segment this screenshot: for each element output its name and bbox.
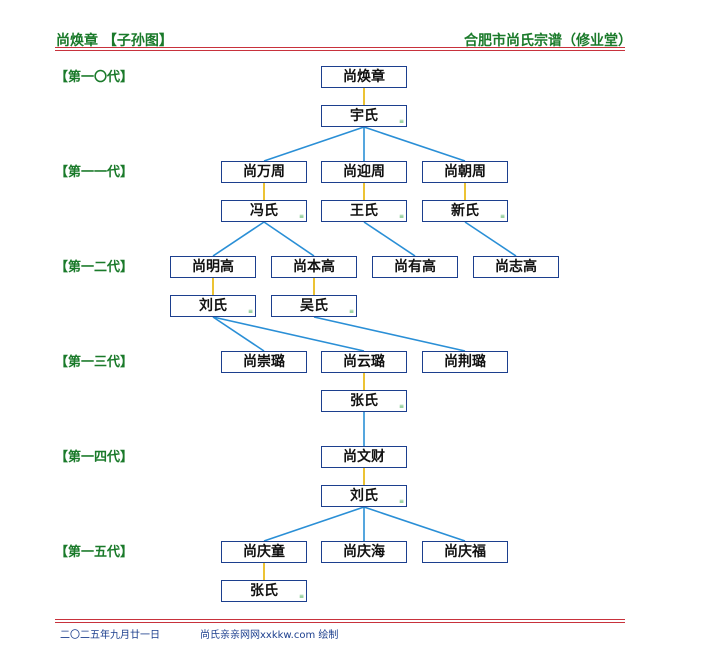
spouse-mark-icon: ≡	[298, 213, 304, 220]
footer-rule-bottom	[55, 622, 625, 623]
spouse-node-liu-1[interactable]: 刘氏 ≡	[170, 295, 256, 317]
person-name: 张氏	[250, 583, 278, 599]
descent-link	[263, 506, 365, 542]
header-rule-bottom	[55, 50, 625, 51]
person-name: 尚万周	[243, 164, 285, 180]
descent-link	[212, 316, 365, 352]
descent-link	[263, 126, 365, 162]
generation-label-14: 【第一四代】	[55, 450, 134, 465]
spouse-node-zhang-1[interactable]: 张氏 ≡	[321, 390, 407, 412]
person-name: 吴氏	[300, 298, 328, 314]
spouse-node-xin[interactable]: 新氏 ≡	[422, 200, 508, 222]
spouse-mark-icon: ≡	[398, 213, 404, 220]
person-node-yunlu[interactable]: 尚云璐	[321, 351, 407, 373]
footer-credit: 尚氏亲亲网网xxkkw.com 绘制	[200, 630, 339, 641]
footer-date: 二〇二五年九月廿一日	[60, 630, 160, 641]
person-name: 尚庆海	[343, 544, 385, 560]
spouse-mark-icon: ≡	[398, 118, 404, 125]
spouse-node-yu[interactable]: 宇氏 ≡	[321, 105, 407, 127]
generation-label-15: 【第一五代】	[55, 545, 134, 560]
person-name: 尚志高	[495, 259, 537, 275]
person-node-minggao[interactable]: 尚明高	[170, 256, 256, 278]
person-name: 冯氏	[250, 203, 278, 219]
person-node-wanzhou[interactable]: 尚万周	[221, 161, 307, 183]
person-name: 尚明高	[192, 259, 234, 275]
person-name: 尚迎周	[343, 164, 385, 180]
descent-link	[313, 316, 466, 352]
spouse-mark-icon: ≡	[499, 213, 505, 220]
generation-label-10: 【第一〇代】	[55, 70, 134, 85]
person-node-qinghai[interactable]: 尚庆海	[321, 541, 407, 563]
spouse-mark-icon: ≡	[398, 403, 404, 410]
person-node-zhigao[interactable]: 尚志高	[473, 256, 559, 278]
person-node-qingfu[interactable]: 尚庆福	[422, 541, 508, 563]
spouse-mark-icon: ≡	[398, 498, 404, 505]
generation-label-13: 【第一三代】	[55, 355, 134, 370]
person-node-huanzhang[interactable]: 尚焕章	[321, 66, 407, 88]
generation-label-12: 【第一二代】	[55, 260, 134, 275]
person-name: 刘氏	[350, 488, 378, 504]
person-node-yingzhou[interactable]: 尚迎周	[321, 161, 407, 183]
footer-rule-top	[55, 619, 625, 620]
descent-link	[363, 506, 466, 542]
person-name: 尚本高	[293, 259, 335, 275]
person-node-chaozhou[interactable]: 尚朝周	[422, 161, 508, 183]
header-title-left: 尚焕章 【子孙图】	[56, 33, 173, 49]
descent-link	[363, 221, 416, 257]
spouse-node-zhang-2[interactable]: 张氏 ≡	[221, 580, 307, 602]
person-name: 尚焕章	[343, 69, 385, 85]
person-name: 张氏	[350, 393, 378, 409]
person-name: 刘氏	[199, 298, 227, 314]
person-name: 尚庆福	[444, 544, 486, 560]
person-node-qingtong[interactable]: 尚庆童	[221, 541, 307, 563]
header-rule-top	[55, 47, 625, 48]
person-node-yougao[interactable]: 尚有高	[372, 256, 458, 278]
spouse-mark-icon: ≡	[348, 308, 354, 315]
person-name: 尚有高	[394, 259, 436, 275]
spouse-mark-icon: ≡	[247, 308, 253, 315]
descent-link	[464, 221, 517, 257]
descent-link	[212, 221, 265, 257]
spouse-node-liu-2[interactable]: 刘氏 ≡	[321, 485, 407, 507]
person-node-bengao[interactable]: 尚本高	[271, 256, 357, 278]
person-node-chonglu[interactable]: 尚崇璐	[221, 351, 307, 373]
person-node-jinglu[interactable]: 尚荆璐	[422, 351, 508, 373]
person-name: 尚庆童	[243, 544, 285, 560]
header-title-right: 合肥市尚氏宗谱（修业堂）	[464, 33, 632, 49]
person-name: 尚朝周	[444, 164, 486, 180]
descent-link	[212, 316, 265, 352]
spouse-mark-icon: ≡	[298, 593, 304, 600]
person-name: 尚文财	[343, 449, 385, 465]
spouse-node-wu[interactable]: 吴氏 ≡	[271, 295, 357, 317]
person-name: 新氏	[451, 203, 479, 219]
person-node-wencai[interactable]: 尚文财	[321, 446, 407, 468]
generation-label-11: 【第一一代】	[55, 165, 134, 180]
person-name: 尚云璐	[343, 354, 385, 370]
spouse-node-wang[interactable]: 王氏 ≡	[321, 200, 407, 222]
descent-link	[263, 221, 315, 257]
descent-link	[363, 126, 466, 162]
spouse-node-feng[interactable]: 冯氏 ≡	[221, 200, 307, 222]
person-name: 宇氏	[350, 108, 378, 124]
person-name: 王氏	[350, 203, 378, 219]
person-name: 尚崇璐	[243, 354, 285, 370]
person-name: 尚荆璐	[444, 354, 486, 370]
